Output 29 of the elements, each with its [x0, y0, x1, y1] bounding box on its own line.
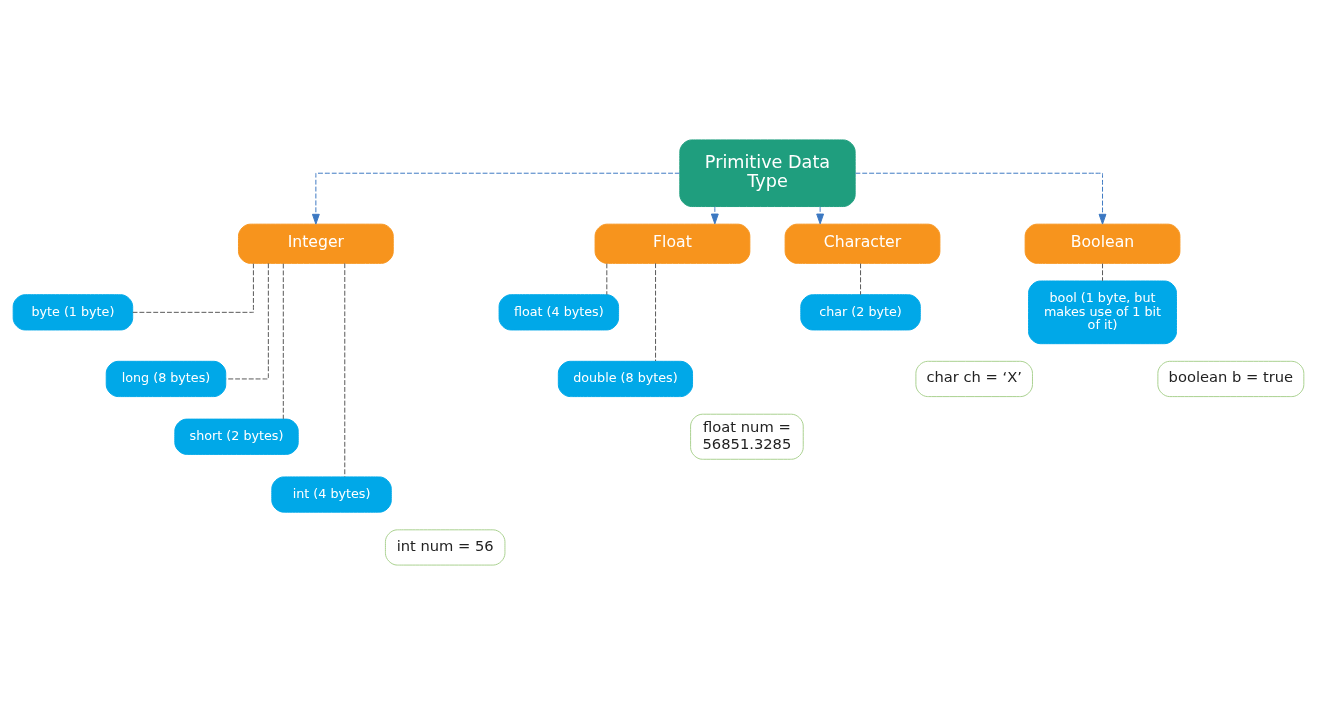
connector	[282, 262, 284, 419]
node-box: float num = 56851.3285	[690, 413, 804, 460]
connector	[606, 262, 608, 295]
arrow	[710, 205, 719, 224]
node-box: boolean b = true	[1157, 360, 1305, 397]
node-box: char (2 byte)	[800, 293, 921, 330]
node-box: float (4 bytes)	[498, 293, 620, 330]
node-box: short (2 bytes)	[174, 418, 299, 455]
node-box: int num = 56	[384, 528, 506, 566]
node-box: long (8 bytes)	[105, 360, 227, 397]
node-box: Float	[594, 223, 751, 264]
node-box: Character	[784, 223, 941, 264]
node-box: bool (1 byte, but makes use of 1 bit of it)	[1028, 280, 1177, 344]
node-box: Integer	[238, 223, 394, 264]
connector	[1102, 262, 1103, 281]
arrow	[855, 172, 1107, 225]
arrow	[311, 172, 681, 225]
connector	[344, 262, 346, 477]
connector	[225, 262, 269, 379]
node-box: Primitive Data Type	[679, 138, 856, 207]
connector	[655, 262, 657, 361]
node-box: double (8 bytes)	[557, 360, 694, 397]
connector	[132, 262, 254, 313]
node-box: Boolean	[1024, 223, 1181, 264]
node-box: char ch = ‘X’	[915, 360, 1033, 397]
node-box: byte (1 byte)	[12, 293, 134, 330]
connector	[860, 262, 862, 295]
arrow	[816, 205, 825, 224]
node-box: int (4 bytes)	[271, 475, 392, 513]
